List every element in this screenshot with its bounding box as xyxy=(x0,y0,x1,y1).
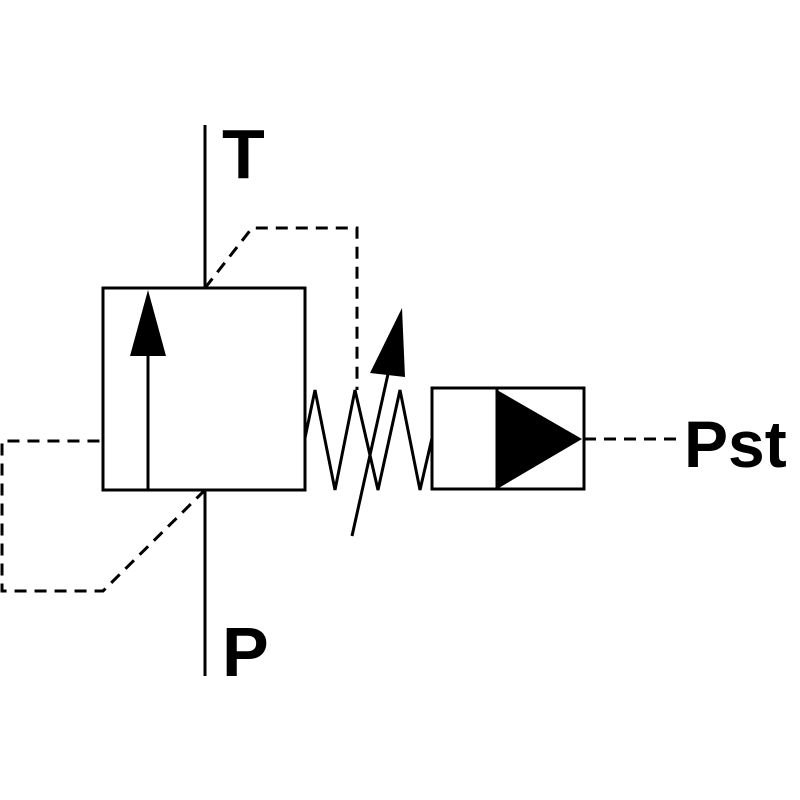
flow-arrow-icon xyxy=(130,290,166,490)
tank-pilot-line xyxy=(203,226,359,390)
pilot-triangle-icon xyxy=(497,390,582,489)
adjustment-arrow-icon xyxy=(350,308,405,537)
spring-icon xyxy=(303,389,434,491)
pressure-pilot-line xyxy=(0,439,207,593)
port-label-tank: T xyxy=(222,115,265,193)
port-label-pressure: P xyxy=(222,613,269,691)
port-label-pilot: Pst xyxy=(684,407,787,481)
valve-body xyxy=(101,286,307,492)
